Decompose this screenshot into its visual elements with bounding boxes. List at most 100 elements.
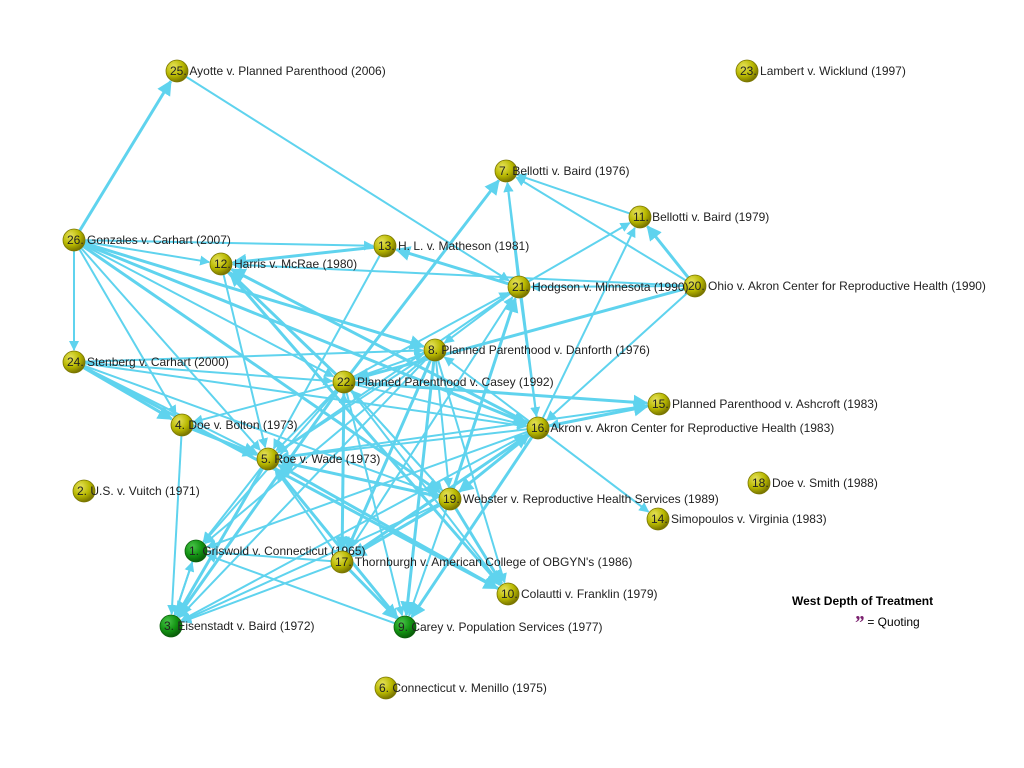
node-marker[interactable] — [159, 614, 183, 638]
node-5[interactable]: 5. Roe v. Wade (1973) — [256, 447, 380, 471]
edge-17-to-22 — [338, 392, 349, 552]
node-marker[interactable] — [507, 275, 531, 299]
node-14[interactable]: 14. Simopoulos v. Virginia (1983) — [646, 507, 827, 531]
edge-12-to-10 — [227, 271, 502, 587]
node-13[interactable]: 13. H. L. v. Matheson (1981) — [373, 234, 529, 258]
node-1[interactable]: 1. Griswold v. Connecticut (1965) — [184, 539, 366, 563]
node-label: 12. Harris v. McRae (1980) — [214, 257, 357, 271]
node-label: 3. Eisenstadt v. Baird (1972) — [164, 619, 315, 633]
edge-9-to-1 — [206, 553, 396, 625]
node-label: 22. Planned Parenthood v. Casey (1992) — [337, 375, 554, 389]
edge-26-to-4 — [78, 248, 177, 416]
node-marker[interactable] — [423, 338, 447, 362]
node-18[interactable]: 18. Doe v. Smith (1988) — [747, 471, 878, 495]
node-2[interactable]: 2. U.S. v. Vuitch (1971) — [72, 479, 200, 503]
edge-5-to-1 — [202, 467, 263, 543]
edge-16-to-12 — [230, 268, 529, 425]
node-label: 6. Connecticut v. Menillo (1975) — [379, 681, 547, 695]
edge-17-to-3 — [181, 564, 333, 624]
node-marker[interactable] — [184, 539, 208, 563]
node-marker[interactable] — [494, 159, 518, 183]
node-marker[interactable] — [735, 59, 759, 83]
node-6[interactable]: 6. Connecticut v. Menillo (1975) — [374, 676, 547, 700]
node-17[interactable]: 17. Thornburgh v. American College of OB… — [330, 550, 632, 574]
node-marker[interactable] — [256, 447, 280, 471]
node-3[interactable]: 3. Eisenstadt v. Baird (1972) — [159, 614, 315, 638]
node-12[interactable]: 12. Harris v. McRae (1980) — [209, 252, 357, 276]
node-marker[interactable] — [62, 228, 86, 252]
node-marker[interactable] — [330, 550, 354, 574]
edge-19-to-10 — [454, 507, 504, 586]
node-marker[interactable] — [647, 392, 671, 416]
edge-20-to-16 — [546, 292, 688, 421]
node-4[interactable]: 4. Doe v. Bolton (1973) — [170, 413, 298, 437]
node-22[interactable]: 22. Planned Parenthood v. Casey (1992) — [332, 370, 554, 394]
node-marker[interactable] — [526, 416, 550, 440]
node-marker[interactable] — [393, 615, 417, 639]
node-marker[interactable] — [747, 471, 771, 495]
node-marker[interactable] — [374, 676, 398, 700]
node-label: 8. Planned Parenthood v. Danforth (1976) — [428, 343, 650, 357]
node-label: 5. Roe v. Wade (1973) — [261, 452, 380, 466]
edge-12-to-5 — [222, 274, 268, 449]
edge-21-to-11 — [528, 222, 631, 283]
node-marker[interactable] — [496, 582, 520, 606]
edge-8-to-17 — [345, 359, 432, 553]
node-26[interactable]: 26. Gonzales v. Carhart (2007) — [62, 228, 231, 252]
edge-8-to-1 — [204, 356, 428, 545]
edge-layer — [69, 76, 690, 625]
node-label: 26. Gonzales v. Carhart (2007) — [67, 233, 231, 247]
node-marker[interactable] — [373, 234, 397, 258]
node-label: 9. Carey v. Population Services (1977) — [398, 620, 603, 634]
edge-13-to-12 — [231, 245, 375, 269]
edge-13-to-5 — [272, 255, 381, 450]
node-marker[interactable] — [438, 487, 462, 511]
node-marker[interactable] — [72, 479, 96, 503]
node-9[interactable]: 9. Carey v. Population Services (1977) — [393, 615, 603, 639]
node-19[interactable]: 19. Webster v. Reproductive Health Servi… — [438, 487, 719, 511]
node-15[interactable]: 15. Planned Parenthood v. Ashcroft (1983… — [647, 392, 878, 416]
node-marker[interactable] — [165, 59, 189, 83]
edge-16-to-9 — [410, 436, 534, 619]
node-24[interactable]: 24. Stenberg v. Carhart (2000) — [62, 350, 229, 374]
node-11[interactable]: 11. Bellotti v. Baird (1979) — [628, 205, 769, 229]
node-label: 16. Akron v. Akron Center for Reproducti… — [531, 421, 834, 435]
node-marker[interactable] — [209, 252, 233, 276]
node-label: 25. Ayotte v. Planned Parenthood (2006) — [170, 64, 386, 78]
edge-8-to-19 — [435, 360, 453, 489]
edge-16-to-3 — [180, 432, 529, 622]
node-20[interactable]: 20. Ohio v. Akron Center for Reproductiv… — [683, 274, 986, 298]
node-16[interactable]: 16. Akron v. Akron Center for Reproducti… — [526, 416, 834, 440]
node-marker[interactable] — [332, 370, 356, 394]
edge-8-to-10 — [437, 360, 507, 584]
node-marker[interactable] — [170, 413, 194, 437]
node-label: 19. Webster v. Reproductive Health Servi… — [443, 492, 719, 506]
edge-21-to-16 — [519, 297, 541, 418]
edge-19-to-9 — [407, 509, 448, 617]
node-label: 21. Hodgson v. Minnesota (1990) — [512, 280, 689, 294]
node-7[interactable]: 7. Bellotti v. Baird (1976) — [494, 159, 630, 183]
node-23[interactable]: 23. Lambert v. Wicklund (1997) — [735, 59, 906, 83]
node-marker[interactable] — [646, 507, 670, 531]
node-label: 4. Doe v. Bolton (1973) — [175, 418, 298, 432]
edge-26-to-12 — [84, 240, 211, 266]
legend: West Depth of Treatment ” = Quoting — [792, 594, 962, 635]
node-25[interactable]: 25. Ayotte v. Planned Parenthood (2006) — [165, 59, 386, 83]
legend-item-label: = Quoting — [867, 615, 920, 629]
node-label: 1. Griswold v. Connecticut (1965) — [189, 544, 366, 558]
node-marker[interactable] — [62, 350, 86, 374]
node-marker[interactable] — [628, 205, 652, 229]
edge-22-to-21 — [353, 291, 510, 378]
node-10[interactable]: 10. Colautti v. Franklin (1979) — [496, 582, 658, 606]
edge-16-to-19 — [458, 433, 531, 493]
node-8[interactable]: 8. Planned Parenthood v. Danforth (1976) — [423, 338, 650, 362]
node-21[interactable]: 21. Hodgson v. Minnesota (1990) — [507, 275, 689, 299]
node-label: 24. Stenberg v. Carhart (2000) — [67, 355, 229, 369]
edge-26-to-25 — [78, 79, 173, 232]
edge-22-to-5 — [275, 389, 337, 452]
node-marker[interactable] — [683, 274, 707, 298]
node-label: 14. Simopoulos v. Virginia (1983) — [651, 512, 827, 526]
edge-8-to-5 — [277, 355, 427, 454]
edge-16-to-5 — [278, 428, 528, 462]
